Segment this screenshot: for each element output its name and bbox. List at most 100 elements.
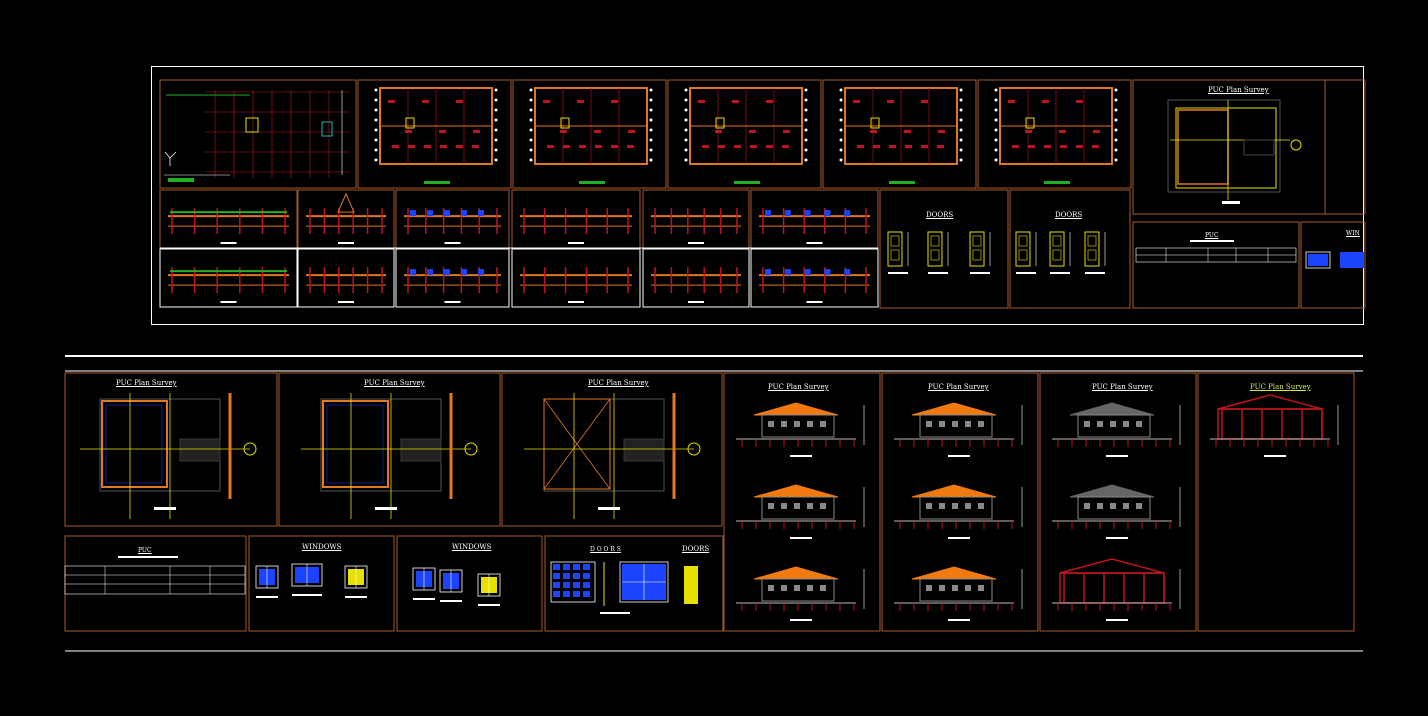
elevation-drawing (894, 402, 1023, 457)
section-drawing (651, 208, 741, 244)
bottom-plan-drawing (301, 393, 478, 519)
elevation-drawing (1052, 558, 1181, 621)
section-drawing (404, 208, 501, 244)
floor-plan-panel (667, 79, 822, 189)
section-panel (511, 189, 641, 249)
section-panel (159, 248, 298, 308)
elevation-panel (1039, 372, 1197, 632)
bottom-plan-drawing (80, 393, 257, 519)
window-drawing (477, 573, 501, 606)
windows-title-2: WINDOWS (452, 543, 492, 551)
section-panel (297, 248, 395, 308)
title-block-table-bottom (64, 556, 246, 595)
floor-plan-drawing (684, 87, 808, 184)
section-drawing (759, 267, 870, 303)
floor-plan-drawing (839, 87, 963, 184)
floor-plan-drawing (994, 87, 1118, 184)
floor-plan-panel (977, 79, 1132, 189)
bottom-plan-panel (64, 372, 278, 527)
section-drawing (520, 208, 632, 244)
section-drawing (168, 267, 289, 303)
doors-title-spaced: D O O R S (590, 546, 621, 553)
section-panel (297, 189, 395, 249)
section-panel (750, 189, 879, 249)
door-set-bottom (550, 561, 698, 614)
elevation-panel (881, 372, 1039, 632)
floor-plan-drawing (529, 87, 653, 184)
door-drawing (1049, 231, 1071, 274)
section-panel (642, 248, 750, 308)
site-plan-grid (164, 90, 350, 182)
window-drawing (255, 565, 279, 598)
section-panel (395, 248, 510, 308)
site-plan-panel (159, 79, 357, 189)
top-plan-survey-title: PUC Plan Survey (1208, 86, 1269, 94)
windows-title-1: WINDOWS (302, 543, 342, 551)
section-panel (395, 189, 510, 249)
window-icon (1308, 254, 1328, 266)
plan-title-2: PUC Plan Survey (364, 379, 425, 387)
window-icon (1305, 251, 1331, 269)
door-drawing (1015, 231, 1037, 274)
section-drawing (168, 208, 289, 244)
window-drawing (291, 563, 323, 596)
elevation-drawing (1210, 394, 1339, 457)
floor-plan-drawing (374, 87, 498, 184)
bottom-plan-panel (278, 372, 501, 527)
bottom-title-block-label: PUC (138, 547, 152, 554)
floor-plan-panel (512, 79, 667, 189)
plan-title-3: PUC Plan Survey (588, 379, 649, 387)
doors-panel-2 (1009, 189, 1131, 309)
title-block-bottom (64, 535, 247, 632)
plan-title-1: PUC Plan Survey (116, 379, 177, 387)
section-panel (159, 189, 298, 249)
window-drawing (439, 569, 463, 602)
title-block-table-top (1135, 240, 1297, 263)
elevation-drawing (894, 484, 1023, 539)
top-sheet-frame (151, 66, 1364, 325)
elevation-drawing (1052, 402, 1181, 457)
section-drawing (520, 267, 632, 303)
elevation-drawing (894, 566, 1023, 621)
window-drawing (344, 565, 368, 598)
elevation-title-1: PUC Plan Survey (768, 383, 829, 391)
doors-title: DOORS (682, 545, 710, 553)
doors-panel-bottom (544, 535, 724, 632)
floor-plan-panel (822, 79, 977, 189)
section-drawing (759, 208, 870, 244)
windows-panel-2 (396, 535, 543, 632)
door-drawing (969, 231, 991, 274)
section-panel (511, 248, 641, 308)
elevation-title-2: PUC Plan Survey (928, 383, 989, 391)
elevation-title-4: PUC Plan Survey (1250, 383, 1311, 391)
clipped-panel-top (1324, 79, 1366, 215)
section-drawing (404, 267, 501, 303)
elevation-title-3: PUC Plan Survey (1092, 383, 1153, 391)
windows-panel-1 (248, 535, 395, 632)
bottom-plan-drawing (524, 393, 701, 519)
door-drawing (1084, 231, 1106, 274)
top-clipped-label: WIN (1346, 230, 1360, 237)
clipped-window-panel-top (1300, 221, 1366, 309)
elevation-drawing (736, 566, 865, 621)
elevation-panel (723, 372, 881, 632)
elevation-drawing (736, 484, 865, 539)
section-panel (750, 248, 879, 308)
section-drawing (306, 192, 386, 244)
top-doors-title-1: DOORS (926, 211, 954, 219)
section-panel (642, 189, 750, 249)
top-title-block-label: PUC (1205, 232, 1219, 239)
top-doors-title-2: DOORS (1055, 211, 1083, 219)
window-icon (1340, 252, 1364, 268)
section-drawing (306, 267, 386, 303)
floor-plan-panel (357, 79, 512, 189)
door-drawing (887, 231, 909, 274)
elevation-panel (1197, 372, 1355, 632)
window-drawing (412, 567, 436, 600)
elevation-drawing (1052, 484, 1181, 539)
section-drawing (651, 267, 741, 303)
plan-survey-drawing-top (1167, 99, 1302, 204)
elevation-drawing (736, 402, 865, 457)
bottom-plan-panel (501, 372, 723, 527)
